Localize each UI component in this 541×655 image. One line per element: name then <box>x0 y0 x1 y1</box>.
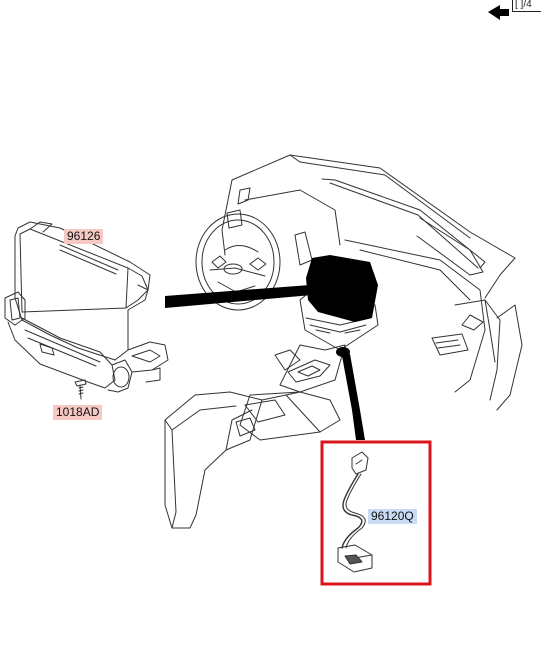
corner-tag: [ ]/4 <box>512 0 541 12</box>
highlight-box <box>320 440 432 586</box>
dashboard-drawing <box>164 154 523 529</box>
arrow-left-icon <box>488 5 509 20</box>
usb-leader-arrow <box>342 354 365 440</box>
screen-location-marker <box>306 255 378 322</box>
usb-location-marker <box>336 347 350 357</box>
part-label-1018ad[interactable]: 1018AD <box>53 405 103 420</box>
head-unit-leader-arrow <box>165 285 312 308</box>
part-label-96120q[interactable]: 96120Q <box>368 509 417 524</box>
part-label-96126[interactable]: 96126 <box>64 229 104 244</box>
head-unit-drawing <box>4 221 169 400</box>
usb-harness-drawing <box>337 451 373 573</box>
